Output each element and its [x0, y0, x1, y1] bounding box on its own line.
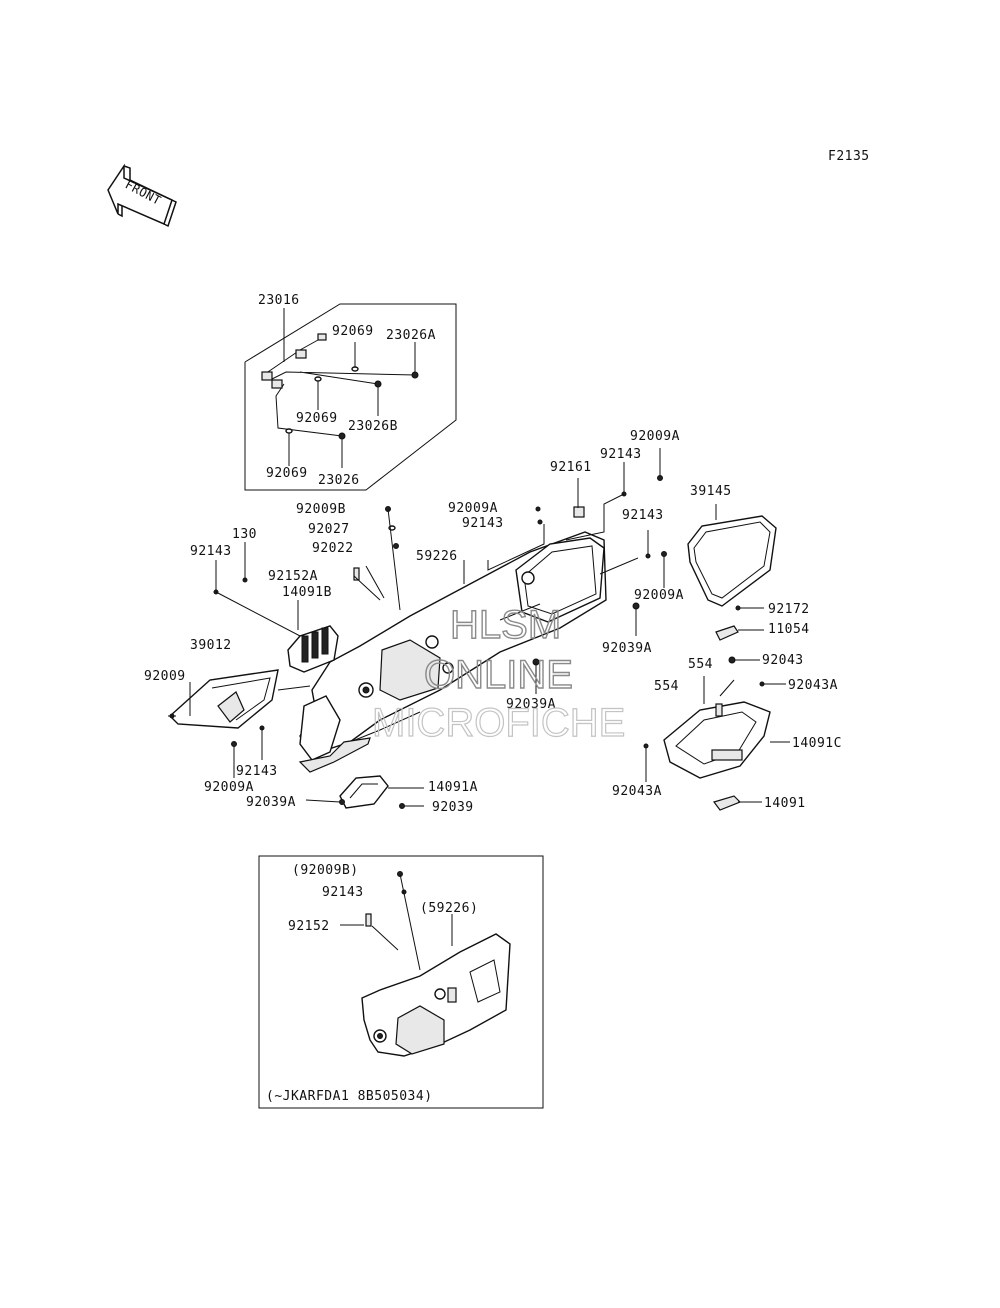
part-23026a[interactable]: 23026A — [386, 328, 436, 343]
part-92009a-b[interactable]: 92009A — [448, 501, 498, 516]
part-92009b[interactable]: 92009B — [296, 502, 346, 517]
gasket-39145 — [687, 515, 777, 607]
part-92143-b[interactable]: 92143 — [236, 764, 278, 779]
part-92022[interactable]: 92022 — [312, 541, 354, 556]
tray-14091c — [663, 625, 771, 811]
vent-14091a — [339, 775, 389, 809]
part-39145[interactable]: 39145 — [690, 484, 732, 499]
part-14091b[interactable]: 14091B — [282, 585, 332, 600]
part-92143-a[interactable]: 92143 — [190, 544, 232, 559]
vent-14091b — [287, 625, 339, 673]
part-39012[interactable]: 39012 — [190, 638, 232, 653]
watermark-line1: HLSM — [450, 603, 561, 647]
part-92143-c[interactable]: 92143 — [462, 516, 504, 531]
glovebox-39012 — [168, 669, 279, 729]
part-14091a[interactable]: 14091A — [428, 780, 478, 795]
part-554-b[interactable]: 554 — [654, 679, 679, 694]
part-92143-e[interactable]: 92143 — [622, 508, 664, 523]
part-92143-d[interactable]: 92143 — [600, 447, 642, 462]
inset-part-92143[interactable]: 92143 — [322, 885, 364, 900]
part-11054[interactable]: 11054 — [768, 622, 810, 637]
part-23026[interactable]: 23026 — [318, 473, 360, 488]
part-92043a-a[interactable]: 92043A — [788, 678, 838, 693]
inset-caption: (~JKARFDA1 8B505034) — [266, 1089, 433, 1104]
part-92039[interactable]: 92039 — [432, 800, 474, 815]
part-92043[interactable]: 92043 — [762, 653, 804, 668]
part-92152a[interactable]: 92152A — [268, 569, 318, 584]
inset-part-92009b[interactable]: (92009B) — [292, 863, 359, 878]
inset-panel — [340, 871, 511, 1057]
leader-lines — [168, 448, 790, 807]
part-92039a-b[interactable]: 92039A — [602, 641, 652, 656]
part-14091[interactable]: 14091 — [764, 796, 806, 811]
inset-part-92152[interactable]: 92152 — [288, 919, 330, 934]
harness-group — [244, 303, 457, 491]
part-14091c[interactable]: 14091C — [792, 736, 842, 751]
part-92009[interactable]: 92009 — [144, 669, 186, 684]
part-92069-a[interactable]: 92069 — [332, 324, 374, 339]
part-92039a-c[interactable]: 92039A — [506, 697, 556, 712]
watermark-line2: ONLINE — [424, 653, 573, 697]
part-23026b[interactable]: 23026B — [348, 419, 398, 434]
part-92009a-d[interactable]: 92009A — [634, 588, 684, 603]
part-130[interactable]: 130 — [232, 527, 257, 542]
inset-part-59226[interactable]: (59226) — [420, 901, 478, 916]
part-92009a-c[interactable]: 92009A — [630, 429, 680, 444]
part-92027[interactable]: 92027 — [308, 522, 350, 537]
inset-box — [258, 855, 544, 1109]
part-23016[interactable]: 23016 — [258, 293, 300, 308]
dash-panel — [298, 531, 607, 773]
part-92043a-b[interactable]: 92043A — [612, 784, 662, 799]
front-arrow-icon: FRONT — [107, 163, 177, 228]
part-92069-b[interactable]: 92069 — [296, 411, 338, 426]
part-92009a-a[interactable]: 92009A — [204, 780, 254, 795]
part-92172[interactable]: 92172 — [768, 602, 810, 617]
part-59226[interactable]: 59226 — [416, 549, 458, 564]
part-92069-c[interactable]: 92069 — [266, 466, 308, 481]
part-92161[interactable]: 92161 — [550, 460, 592, 475]
watermark-line3: MICROFICHE — [372, 701, 625, 745]
figure-code: F2135 — [828, 149, 870, 164]
part-92039a-a[interactable]: 92039A — [246, 795, 296, 810]
part-554-a[interactable]: 554 — [688, 657, 713, 672]
